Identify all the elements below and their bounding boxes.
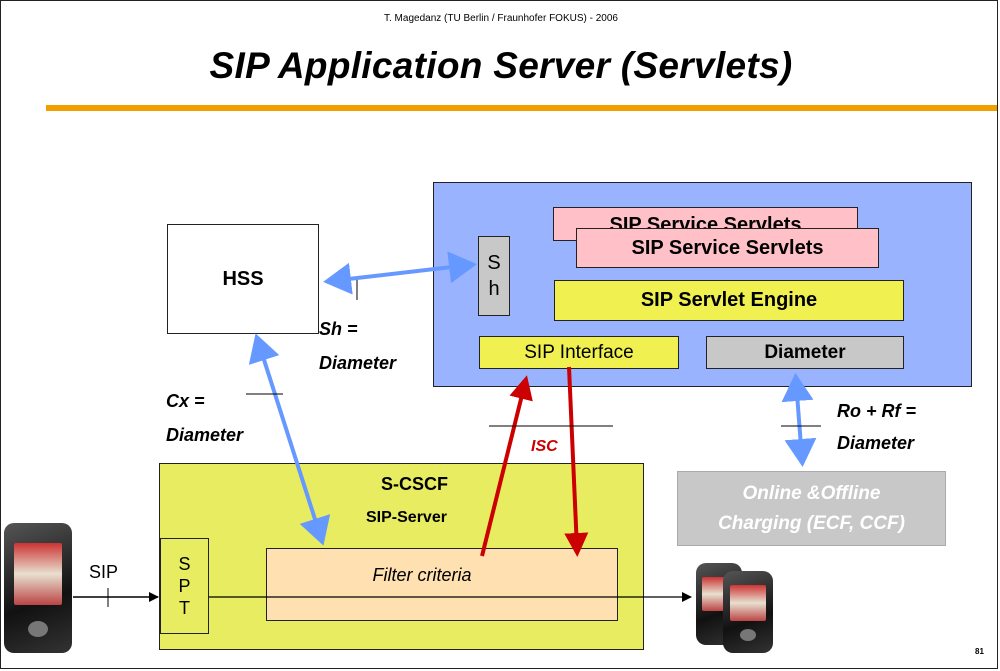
page-number: 81 <box>975 647 984 656</box>
charging-box: Online &Offline Charging (ECF, CCF) <box>677 471 946 546</box>
spt-label: S P T <box>178 554 191 618</box>
diameter-box-label: Diameter <box>764 341 846 363</box>
isc-down-arrow <box>564 366 589 557</box>
ro-rf-interface-arrow <box>781 373 817 467</box>
sip-interface: SIP Interface <box>479 336 679 369</box>
author-line: T. Magedanz (TU Berlin / Fraunhofer FOKU… <box>384 13 618 24</box>
sip-label: SIP <box>89 562 119 582</box>
cx-label-line1: Cx = <box>166 391 205 411</box>
mobile-phone-right-front-icon <box>723 571 773 653</box>
spt-box: S P T <box>160 538 209 634</box>
slide-title: SIP Application Server (Servlets) <box>209 45 793 86</box>
ro-rf-label-line1: Ro + Rf = <box>837 401 917 421</box>
sip-servlet-engine-label: SIP Servlet Engine <box>640 289 818 311</box>
diameter-box: Diameter <box>706 336 904 369</box>
scscf-label: S-CSCF <box>381 474 448 494</box>
sh-interface-arrow <box>323 251 477 295</box>
isc-up-arrow <box>480 375 533 557</box>
cx-label-line2: Diameter <box>166 425 244 445</box>
cx-interface-arrow <box>248 333 331 546</box>
hss-label: HSS <box>222 267 264 290</box>
hss-box: HSS <box>167 224 319 334</box>
sh-port-label: S h <box>487 252 501 300</box>
isc-label: ISC <box>531 438 558 455</box>
sip-server-label: SIP-Server <box>366 509 447 526</box>
sip-service-servlets-label: SIP Service Servlets <box>631 236 824 259</box>
filter-criteria-label: Filter criteria <box>372 565 472 585</box>
sip-service-servlets-front: SIP Service Servlets <box>576 228 879 268</box>
charging-line2: Charging (ECF, CCF) <box>718 512 905 534</box>
sip-servlet-engine: SIP Servlet Engine <box>554 280 904 321</box>
sh-label-line2: Diameter <box>319 353 397 373</box>
sip-interface-label: SIP Interface <box>524 341 634 363</box>
mobile-phone-left-icon <box>4 523 72 653</box>
ro-rf-label-line2: Diameter <box>837 433 915 453</box>
charging-line1: Online &Offline <box>742 482 881 504</box>
title-underline <box>46 105 997 111</box>
sh-port: S h <box>478 236 510 316</box>
filter-criteria-box: Filter criteria <box>266 548 618 621</box>
